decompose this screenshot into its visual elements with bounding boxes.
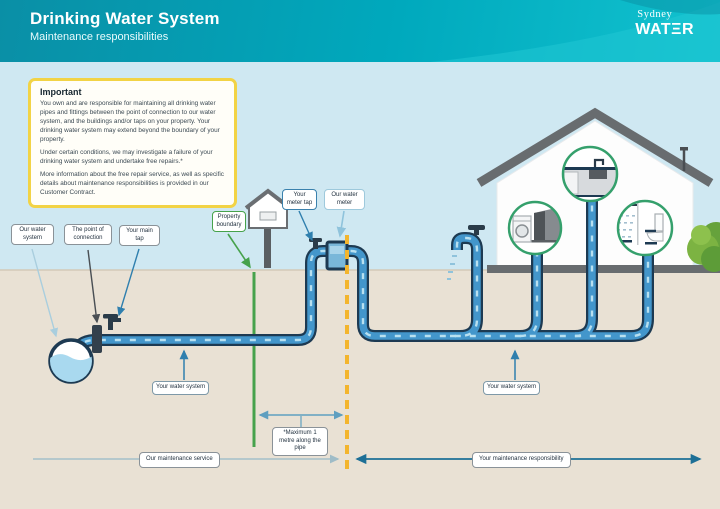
water-pipes: [70, 197, 654, 355]
kitchen-sink-icon: [589, 170, 607, 179]
house-base: [487, 265, 720, 273]
label-property-boundary: Property boundary: [212, 211, 246, 232]
label-your-water-system-right: Your water system: [483, 381, 541, 395]
label-point-of-connection: The point of connection: [64, 224, 112, 245]
important-notice: Important You own and are responsible fo…: [28, 78, 237, 208]
label-your-maintenance-responsibility: Your maintenance responsibility: [472, 452, 571, 468]
header-banner: Drinking Water System Maintenance respon…: [0, 0, 720, 62]
main-tap-icon: [103, 314, 121, 330]
label-your-main-tap: Your main tap: [119, 225, 160, 246]
vent-cap-icon: [680, 147, 688, 151]
important-title: Important: [40, 87, 82, 97]
garden-tap-icon: [447, 225, 485, 280]
toilet-icon: [654, 213, 664, 232]
bush-icon: [687, 222, 720, 272]
point-of-connection-fitting-icon: [92, 325, 102, 353]
important-paragraph-2: Under certain conditions, we may investi…: [40, 148, 213, 165]
house-roof: [476, 107, 714, 187]
page-title: Drinking Water System: [30, 9, 220, 28]
important-paragraph-1: You own and are responsible for maintain…: [40, 100, 220, 143]
label-our-water-meter: Our water meter: [324, 189, 365, 210]
important-paragraph-3: More information about the free repair s…: [40, 170, 224, 196]
kitchen-tap-icon: [593, 158, 605, 167]
water-meter-icon: [325, 240, 349, 271]
laundry-detail: [507, 200, 563, 256]
label-our-water-system: Our water system: [11, 224, 54, 245]
bathroom-detail: [616, 199, 674, 257]
logo-sydney: Sydney: [637, 9, 673, 20]
label-your-meter-tap: Your meter tap: [282, 189, 317, 210]
label-your-water-system-left: Your water system: [152, 381, 210, 395]
water-main-icon: [48, 338, 94, 384]
kitchen-detail: [561, 145, 619, 203]
pointer-lines: [31, 210, 520, 380]
page-subtitle: Maintenance responsibilities: [30, 31, 169, 43]
header-swoosh: [430, 0, 720, 62]
logo-water: WATΞR: [635, 20, 694, 38]
label-our-maintenance-service: Our maintenance service: [139, 452, 220, 468]
label-maximum-one-metre: *Maximum 1 metre along the pipe: [272, 427, 328, 456]
sydney-water-logo: Sydney WATΞR: [635, 9, 694, 38]
